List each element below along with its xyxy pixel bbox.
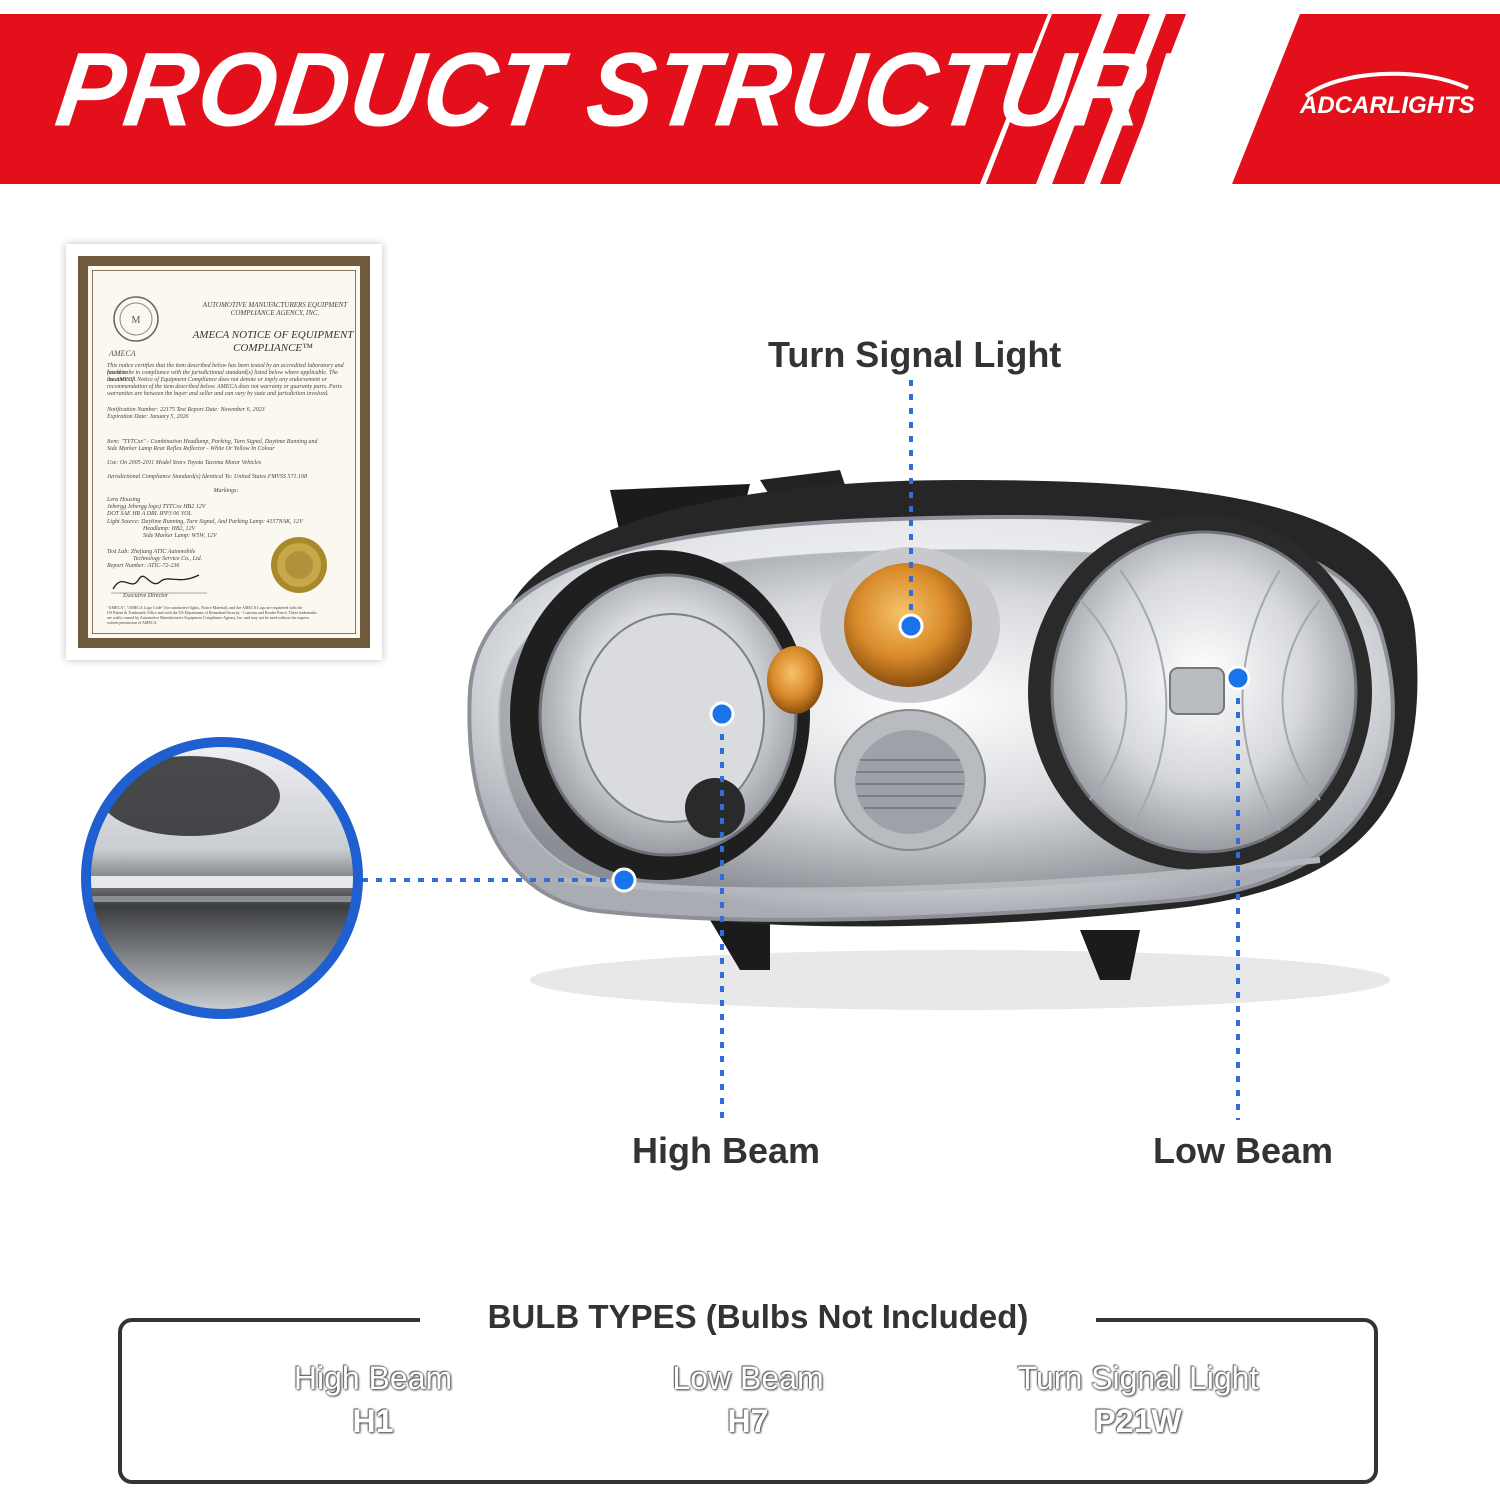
gold-seal-icon: [271, 537, 327, 593]
bulb-name: Turn Signal Light: [1017, 1360, 1259, 1396]
turn-signal-label: Turn Signal Light: [768, 334, 1062, 375]
bulb-item-turn-signal: Turn Signal Light P21W: [958, 1358, 1318, 1444]
certificate-line: Jebergg Jebergg logo) TYTCxx HB2 12V: [107, 504, 206, 510]
certificate-line: Jurisdictional Compliance Standard(s) Id…: [107, 474, 308, 480]
certificate-line: DOT SAE HR A DRL IPP3 06 YOL: [107, 511, 192, 517]
bulb-type: H7: [727, 1403, 769, 1439]
certificate-line: Side Marker Lamp: W5W, 12V: [143, 533, 217, 539]
certificate-line: Report Number: ATIC-72-236: [107, 563, 180, 569]
certificate-body: M AUTOMOTIVE MANUFACTURERS EQUIPMENT COM…: [92, 270, 356, 634]
certificate-line: Test Lab: Zhejiang ATIC Automobile: [107, 549, 196, 555]
certificate-line: Technology Service Co., Ltd.: [133, 556, 203, 562]
headlamp-image: [467, 470, 1418, 1010]
certificate-line: Notification Number: 22175 Test Report D…: [107, 407, 265, 413]
signature-icon: [111, 574, 207, 594]
low-beam-label: Low Beam: [1153, 1130, 1334, 1171]
certificate-frame: M AUTOMOTIVE MANUFACTURERS EQUIPMENT COM…: [78, 256, 370, 648]
certificate-line: "AMECA", "AMECA Logo Code" (for automoti…: [107, 605, 303, 610]
bulb-type: H1: [352, 1403, 394, 1439]
bulb-types-title: BULB TYPES (Bulbs Not Included): [487, 1298, 1029, 1335]
certificate-line: Executive Director: [123, 593, 169, 599]
certificate-line: the AMECA Notice of Equipment Compliance…: [107, 377, 327, 383]
certificate-line: Expiration Date: January 5, 2026: [107, 414, 189, 420]
certificate-line: are solely owned by Automotive Manufactu…: [107, 615, 310, 620]
compliance-certificate: M AUTOMOTIVE MANUFACTURERS EQUIPMENT COM…: [66, 244, 382, 660]
bulb-title-background: [420, 1296, 1096, 1342]
brand-logo: ADCARLIGHTS: [1300, 92, 1475, 119]
certificate-line: Lens Housing: [107, 497, 141, 503]
certificate-line: Item: "TYTCxx" - Combination Headlamp, P…: [107, 439, 318, 445]
magnified-detail-inset: [81, 737, 363, 1019]
certificate-line: Side Marker Lamp Rear Reflex Reflector -…: [107, 446, 275, 452]
certificate-line: US Patent & Trademark Office and with th…: [107, 610, 317, 615]
page-title: PRODUCT STRUCTURE: [49, 31, 1223, 149]
certificate-line: found to be in compliance with the juris…: [107, 370, 338, 383]
certificate-line: recommendation of the item described bel…: [107, 384, 342, 390]
certificate-line: Light Source: Daytime Running, Turn Sign…: [107, 519, 303, 525]
certificate-line: Headlamp: HB2, 12V: [143, 526, 196, 532]
header-banner: [0, 14, 1500, 184]
bulb-name: High Beam: [293, 1360, 453, 1396]
bulb-item-low-beam: Low Beam H7: [568, 1358, 928, 1444]
certificate-line: Markings:: [213, 488, 239, 494]
bulb-item-high-beam: High Beam H1: [193, 1358, 553, 1444]
certificate-logo-text: AMECA: [109, 349, 136, 358]
high-beam-label: High Beam: [632, 1130, 821, 1171]
certificate-line: Use: On 2005-2011 Model Years Toyota Tac…: [107, 460, 262, 466]
certificate-line: This notice certifies that the item desc…: [107, 363, 344, 376]
certificate-line: written permission of AMECA.: [107, 620, 158, 625]
bulb-name: Low Beam: [672, 1360, 824, 1396]
bulb-type: P21W: [1094, 1403, 1182, 1439]
certificate-line: warranties are between the buyer and sel…: [107, 391, 329, 397]
ameca-seal-icon: M: [113, 296, 159, 342]
svg-text:M: M: [132, 315, 141, 326]
certificate-title: AMECA NOTICE OF EQUIPMENT COMPLIANCE™: [192, 329, 354, 354]
certificate-org: AUTOMOTIVE MANUFACTURERS EQUIPMENT COMPL…: [202, 301, 348, 317]
